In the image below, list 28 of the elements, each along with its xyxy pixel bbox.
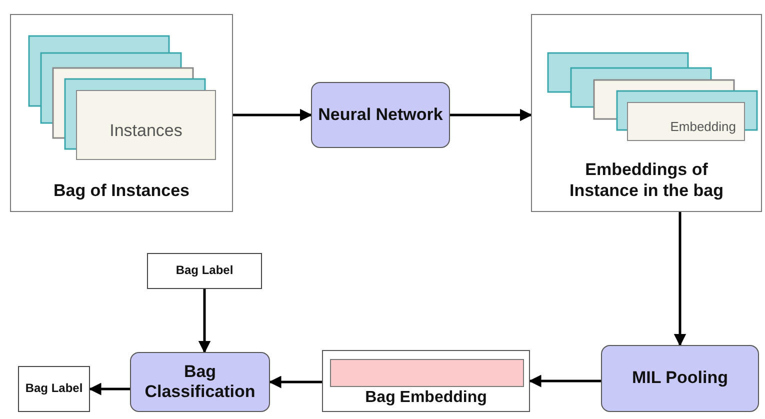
arrow	[450, 108, 532, 122]
label-text: Bag Label	[25, 381, 83, 397]
arrow	[233, 108, 312, 122]
process-label: MIL Pooling	[632, 368, 728, 389]
frame-title: Embeddings of Instance in the bag	[568, 158, 724, 201]
embedding-box	[322, 350, 530, 412]
instance-card	[627, 102, 745, 141]
process-label: Neural Network	[318, 104, 443, 126]
label-text: Bag Label	[176, 263, 234, 279]
label-box	[147, 253, 262, 289]
card-label: Instances	[110, 121, 182, 141]
embedding-bar	[330, 359, 524, 387]
embedding-title: Bag Embedding	[365, 389, 487, 407]
arrow	[528, 374, 601, 388]
process-box	[130, 352, 270, 412]
group-frame	[531, 14, 762, 212]
frame-title: Bag of Instances	[53, 180, 190, 201]
arrow	[268, 376, 322, 388]
card-label: Embedding	[670, 119, 736, 134]
process-label: Bag Classification	[144, 362, 256, 402]
group-frame	[10, 14, 233, 212]
process-box	[601, 345, 759, 412]
arrow	[674, 212, 686, 346]
instance-card	[76, 90, 216, 160]
label-box	[18, 366, 90, 412]
process-box	[311, 82, 450, 148]
arrow	[198, 289, 211, 354]
arrow	[88, 382, 130, 396]
